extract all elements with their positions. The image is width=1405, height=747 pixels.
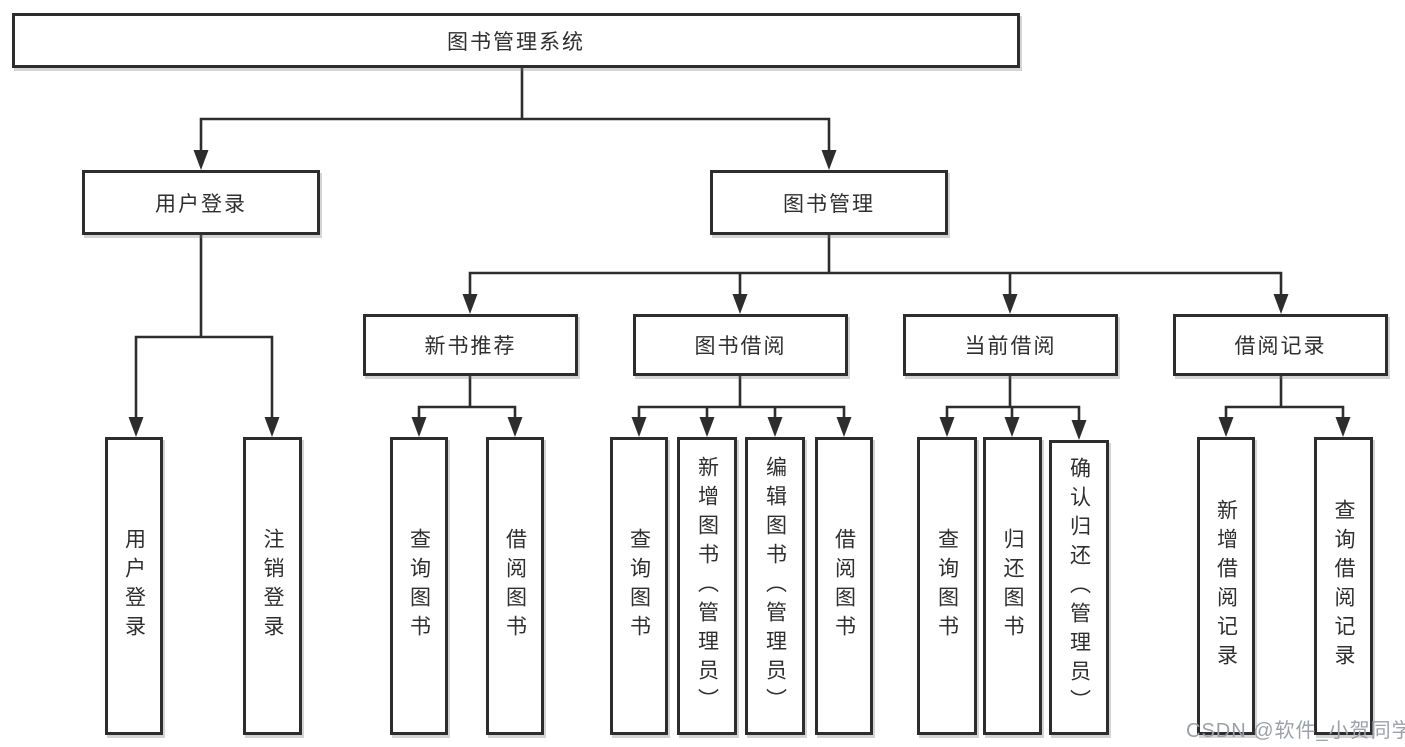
leaf-logout: 注销登录 (243, 437, 302, 735)
node-book-borrow-label: 图书借阅 (694, 335, 787, 358)
arrow-down-icon (462, 294, 478, 314)
connector-mgmt-split (468, 233, 1283, 298)
node-new-book-recommend-label: 新书推荐 (424, 335, 517, 358)
leaf-borrow-edit-book-admin: 编辑图书（管理员） (745, 437, 805, 735)
arrow-down-icon (1273, 294, 1289, 314)
leaf-current-confirm-return-admin: 确认归还（管理员） (1049, 440, 1109, 735)
csdn-watermark: CSDN @软件_小贺同学 (1186, 720, 1405, 742)
node-root-label: 图书管理系统 (447, 30, 585, 54)
connector-login-split (134, 233, 274, 421)
node-borrow-record: 借阅记录 (1173, 314, 1388, 376)
leaf-record-query-borrow-record-label: 查询借阅记录 (1332, 499, 1355, 673)
arrow-down-icon (836, 417, 852, 437)
arrow-down-icon (939, 417, 955, 437)
arrow-down-icon (767, 417, 783, 437)
leaf-borrow-query-book: 查询图书 (610, 437, 668, 735)
leaf-current-confirm-return-admin-label: 确认归还（管理员） (1067, 457, 1091, 718)
leaf-borrow-borrow-book-label: 借阅图书 (832, 528, 856, 644)
arrow-down-icon (699, 417, 715, 437)
node-current-borrow-label: 当前借阅 (964, 335, 1057, 358)
leaf-borrow-edit-book-admin-label: 编辑图书（管理员） (763, 455, 787, 717)
leaf-recommend-query-book: 查询图书 (390, 437, 448, 735)
arrow-down-icon (193, 150, 209, 170)
arrowheads (128, 150, 1351, 440)
leaf-borrow-query-book-label: 查询图书 (627, 528, 651, 644)
node-book-management: 图书管理 (710, 170, 948, 235)
leaf-current-query-book-label: 查询图书 (935, 528, 959, 644)
leaf-record-add-borrow-record: 新增借阅记录 (1197, 437, 1255, 735)
node-borrow-record-label: 借阅记录 (1234, 335, 1327, 358)
leaf-borrow-borrow-book: 借阅图书 (815, 437, 873, 735)
node-current-borrow: 当前借阅 (903, 314, 1118, 376)
arrow-down-icon (1218, 417, 1234, 437)
leaf-borrow-add-book-admin-label: 新增图书（管理员） (695, 455, 719, 717)
node-root: 图书管理系统 (12, 13, 1020, 68)
node-new-book-recommend: 新书推荐 (363, 314, 578, 376)
connector-recommend-split (417, 374, 517, 421)
leaf-user-login-label: 用户登录 (122, 528, 146, 644)
leaf-current-return-book-label: 归还图书 (1001, 528, 1024, 644)
leaf-current-query-book: 查询图书 (917, 437, 977, 735)
node-user-login-label: 用户登录 (155, 192, 247, 216)
arrow-down-icon (1071, 420, 1087, 440)
leaf-logout-label: 注销登录 (261, 528, 284, 644)
arrow-down-icon (1004, 417, 1020, 437)
node-book-management-label: 图书管理 (783, 192, 875, 216)
arrow-down-icon (1002, 294, 1018, 314)
leaf-current-return-book: 归还图书 (983, 437, 1042, 735)
connector-borrow-split (637, 374, 846, 421)
leaf-borrow-add-book-admin: 新增图书（管理员） (677, 437, 737, 735)
connector-root-split (199, 66, 831, 154)
connector-current-split (945, 374, 1081, 424)
node-user-login: 用户登录 (82, 170, 320, 235)
arrow-down-icon (732, 294, 748, 314)
leaf-record-query-borrow-record: 查询借阅记录 (1314, 437, 1373, 735)
arrow-down-icon (128, 417, 144, 437)
arrow-down-icon (821, 150, 837, 170)
arrow-down-icon (1335, 417, 1351, 437)
connector-history-split (1224, 374, 1345, 423)
leaf-recommend-borrow-book: 借阅图书 (486, 437, 544, 735)
arrow-down-icon (264, 417, 280, 437)
arrow-down-icon (631, 417, 647, 437)
node-book-borrow: 图书借阅 (633, 314, 848, 376)
leaf-record-add-borrow-record-label: 新增借阅记录 (1214, 499, 1238, 673)
leaf-user-login: 用户登录 (105, 437, 163, 735)
leaf-recommend-query-book-label: 查询图书 (407, 528, 431, 644)
arrow-down-icon (507, 417, 523, 437)
leaf-recommend-borrow-book-label: 借阅图书 (503, 528, 527, 644)
arrow-down-icon (411, 417, 427, 437)
